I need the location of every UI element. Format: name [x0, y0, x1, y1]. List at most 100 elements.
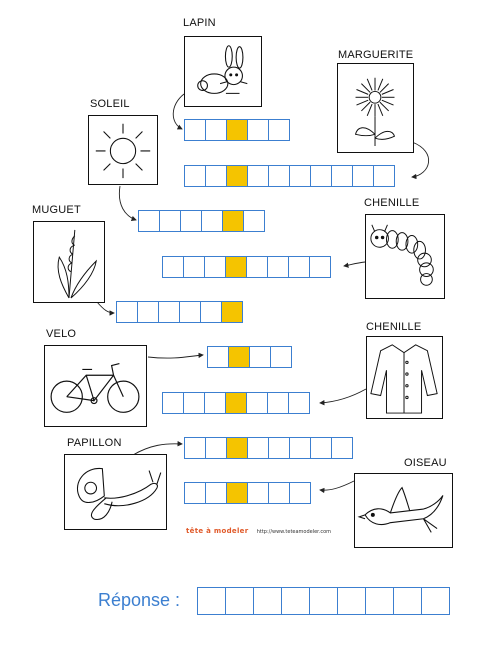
- letter-cell[interactable]: [246, 392, 268, 414]
- letter-cell[interactable]: [246, 256, 268, 278]
- label-velo: VELO: [46, 328, 77, 340]
- letter-cell-key[interactable]: [222, 210, 244, 232]
- letter-cell[interactable]: [267, 392, 289, 414]
- label-soleil: SOLEIL: [90, 98, 130, 110]
- answer-cell[interactable]: [309, 587, 338, 615]
- letter-cell[interactable]: [162, 256, 184, 278]
- letter-cell[interactable]: [179, 301, 201, 323]
- word-row-marguerite: [184, 165, 395, 187]
- label-lapin: LAPIN: [183, 17, 216, 29]
- answer-cell[interactable]: [421, 587, 450, 615]
- word-row-lapin: [184, 119, 290, 141]
- letter-cell[interactable]: [331, 165, 353, 187]
- word-row-muguet: [116, 301, 243, 323]
- answer-cell[interactable]: [337, 587, 366, 615]
- letter-cell[interactable]: [247, 119, 269, 141]
- answer-cell[interactable]: [225, 587, 254, 615]
- word-row-oiseau: [184, 482, 311, 504]
- letter-cell[interactable]: [270, 346, 292, 368]
- letter-cell[interactable]: [180, 210, 202, 232]
- letter-cell[interactable]: [289, 482, 311, 504]
- letter-cell[interactable]: [200, 301, 222, 323]
- letter-cell[interactable]: [268, 482, 290, 504]
- letter-cell[interactable]: [247, 437, 269, 459]
- letter-cell-key[interactable]: [228, 346, 250, 368]
- letter-cell[interactable]: [268, 437, 290, 459]
- letter-cell[interactable]: [373, 165, 395, 187]
- letter-cell[interactable]: [288, 256, 310, 278]
- letter-cell[interactable]: [243, 210, 265, 232]
- answer-cell[interactable]: [197, 587, 226, 615]
- sun-picture: [88, 115, 158, 185]
- letter-cell-key[interactable]: [225, 392, 247, 414]
- answer-label: Réponse :: [98, 590, 181, 610]
- answer-cell[interactable]: [365, 587, 394, 615]
- label-marguerite: MARGUERITE: [338, 49, 414, 61]
- letter-cell[interactable]: [310, 165, 332, 187]
- word-row-chemise: [162, 392, 310, 414]
- letter-cell[interactable]: [205, 482, 227, 504]
- letter-cell[interactable]: [288, 392, 310, 414]
- rabbit-picture: [184, 36, 262, 107]
- letter-cell[interactable]: [207, 346, 229, 368]
- letter-cell[interactable]: [184, 119, 206, 141]
- shirt-picture: [366, 336, 443, 419]
- caterpillar-picture: [365, 214, 445, 299]
- site-logo-text: tête à modeler: [186, 527, 249, 535]
- letter-cell[interactable]: [205, 437, 227, 459]
- letter-cell[interactable]: [205, 119, 227, 141]
- letter-cell[interactable]: [247, 165, 269, 187]
- letter-cell[interactable]: [162, 392, 184, 414]
- letter-cell[interactable]: [158, 301, 180, 323]
- letter-cell[interactable]: [268, 165, 290, 187]
- label-papillon: PAPILLON: [67, 437, 122, 449]
- label-oiseau: OISEAU: [404, 457, 447, 469]
- letter-cell[interactable]: [183, 256, 205, 278]
- letter-cell-key[interactable]: [226, 437, 248, 459]
- letter-cell[interactable]: [184, 482, 206, 504]
- letter-cell[interactable]: [204, 256, 226, 278]
- letter-cell[interactable]: [138, 210, 160, 232]
- word-row-velo: [207, 346, 292, 368]
- word-row-chenille: [162, 256, 331, 278]
- label-chenille: CHENILLE: [364, 197, 420, 209]
- bicycle-picture: [44, 345, 147, 427]
- letter-cell[interactable]: [331, 437, 353, 459]
- letter-cell[interactable]: [249, 346, 271, 368]
- letter-cell[interactable]: [247, 482, 269, 504]
- label-chemise: CHENILLE: [366, 321, 422, 333]
- label-muguet: MUGUET: [32, 204, 81, 216]
- answer-cell[interactable]: [253, 587, 282, 615]
- letter-cell[interactable]: [184, 165, 206, 187]
- letter-cell-key[interactable]: [225, 256, 247, 278]
- answer-row: [197, 587, 450, 615]
- site-logo: tête à modeler http://www.teteamodeler.c…: [186, 527, 331, 535]
- answer-cell[interactable]: [281, 587, 310, 615]
- letter-cell[interactable]: [310, 437, 332, 459]
- letter-cell[interactable]: [204, 392, 226, 414]
- letter-cell[interactable]: [268, 119, 290, 141]
- word-row-soleil: [138, 210, 265, 232]
- letter-cell-key[interactable]: [221, 301, 243, 323]
- daisy-picture: [337, 63, 414, 153]
- letter-cell-key[interactable]: [226, 482, 248, 504]
- letter-cell-key[interactable]: [226, 165, 248, 187]
- letter-cell[interactable]: [352, 165, 374, 187]
- letter-cell[interactable]: [116, 301, 138, 323]
- butterfly-picture: [64, 454, 167, 530]
- bird-picture: [354, 473, 453, 548]
- letter-cell[interactable]: [205, 165, 227, 187]
- answer-cell[interactable]: [393, 587, 422, 615]
- letter-cell[interactable]: [137, 301, 159, 323]
- letter-cell[interactable]: [184, 437, 206, 459]
- letter-cell[interactable]: [289, 437, 311, 459]
- lily-of-the-valley-picture: [33, 221, 105, 303]
- letter-cell[interactable]: [201, 210, 223, 232]
- letter-cell[interactable]: [267, 256, 289, 278]
- letter-cell[interactable]: [289, 165, 311, 187]
- letter-cell[interactable]: [159, 210, 181, 232]
- letter-cell[interactable]: [183, 392, 205, 414]
- letter-cell[interactable]: [309, 256, 331, 278]
- letter-cell-key[interactable]: [226, 119, 248, 141]
